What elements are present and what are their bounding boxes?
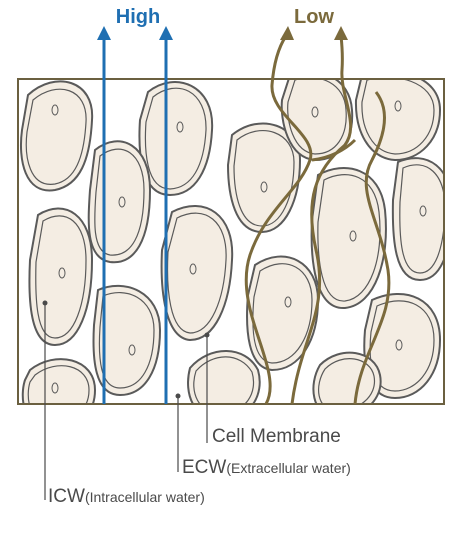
high-path-1-arrowhead	[97, 26, 111, 40]
cell	[87, 140, 152, 264]
cell	[21, 358, 97, 404]
cell-membrane-leader	[204, 332, 210, 443]
cell	[354, 79, 442, 162]
high-label: High	[116, 6, 160, 28]
icw-marker-dot	[42, 300, 48, 306]
ecw-label-detail: (Extracellular water)	[226, 460, 350, 476]
ecw-leader	[175, 393, 181, 472]
low-path-3	[353, 91, 391, 405]
icw-leader	[42, 300, 48, 500]
high-frequency-paths	[97, 26, 173, 404]
cell	[312, 351, 382, 404]
ecw-marker-dot	[175, 393, 181, 399]
icw-label-detail: (Intracellular water)	[85, 489, 205, 505]
cell	[187, 350, 261, 404]
cell-membrane-marker-dot	[204, 332, 210, 338]
low-frequency-paths	[244, 26, 391, 405]
low-path-2	[290, 35, 353, 405]
icw-label-main: ICW	[48, 486, 85, 507]
cell	[226, 122, 302, 234]
icw-label: ICW(Intracellular water)	[48, 486, 205, 507]
high-path-2-arrowhead	[159, 26, 173, 40]
cell	[310, 167, 387, 310]
ecw-label-main: ECW	[182, 457, 226, 478]
low-label: Low	[294, 6, 334, 28]
cell	[391, 157, 444, 282]
cell	[160, 205, 234, 342]
ecw-label: ECW(Extracellular water)	[182, 457, 351, 478]
low-path-2-arrowhead	[334, 26, 348, 40]
low-path-1	[244, 35, 313, 405]
low-path-1-arrowhead	[280, 26, 294, 40]
cell	[20, 80, 94, 192]
low-path-4	[311, 138, 357, 162]
cell	[138, 81, 214, 197]
cell	[92, 284, 162, 397]
tissue-frame	[17, 78, 445, 405]
cell-membrane-label: Cell Membrane	[212, 426, 341, 447]
